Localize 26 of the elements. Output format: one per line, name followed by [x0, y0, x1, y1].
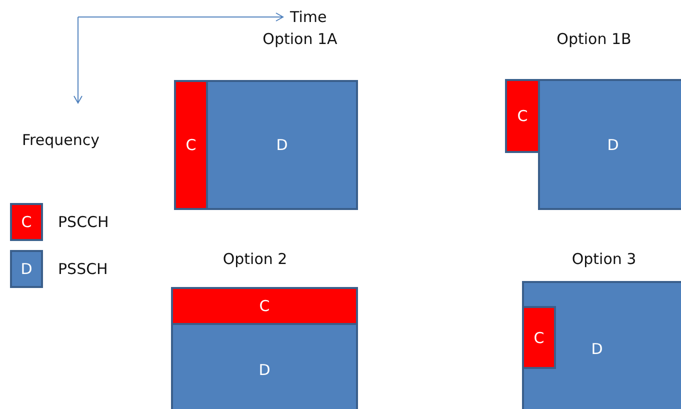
legend-label: PSCCH — [58, 213, 109, 231]
block-letter: D — [258, 361, 270, 379]
block-letter: C — [534, 328, 544, 346]
data-channel-block — [538, 79, 681, 210]
data-channel-block — [174, 80, 358, 210]
block-letter: D — [591, 340, 603, 358]
control-channel-block — [522, 306, 556, 369]
control-channel-block — [171, 287, 358, 325]
block-letter: C — [186, 136, 196, 154]
swatch-letter: D — [20, 260, 32, 278]
legend-label: PSSCH — [58, 260, 108, 278]
option-heading: Option 1B — [556, 30, 632, 48]
block-letter: D — [607, 136, 619, 154]
axis-label: Frequency — [22, 131, 100, 149]
option-heading: Option 3 — [572, 250, 636, 268]
control-channel-block — [505, 79, 540, 153]
data-channel-block — [171, 287, 358, 409]
swatch-letter: C — [21, 213, 32, 231]
block-letter: C — [259, 297, 270, 315]
block-letter: D — [276, 136, 288, 154]
option-heading: Option 1A — [262, 30, 338, 48]
data-channel-block — [522, 281, 681, 409]
axis-label: Time — [290, 8, 327, 26]
block-letter: C — [517, 107, 528, 125]
control-channel-block — [174, 80, 208, 210]
option-heading: Option 2 — [222, 250, 288, 268]
